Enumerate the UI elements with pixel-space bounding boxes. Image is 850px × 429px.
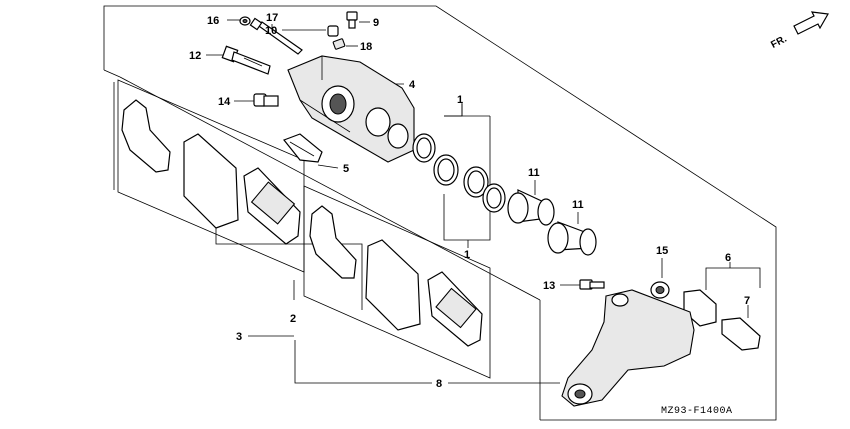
callout-9: 9 <box>373 17 379 29</box>
part-10-bleeder-cap <box>327 25 339 37</box>
callout-5: 5 <box>343 163 349 175</box>
callout-11-a: 11 <box>528 167 540 179</box>
part-8-caliper-bracket <box>561 289 695 407</box>
callout-1-bottom: 1 <box>464 249 470 261</box>
part-5-pad-spring <box>283 133 323 163</box>
callout-18: 18 <box>360 41 372 53</box>
callout-16: 16 <box>207 15 219 27</box>
assembly-frame <box>103 5 777 421</box>
part-13-bolt <box>579 279 605 290</box>
part-11-piston-a <box>507 189 555 226</box>
callout-17: 17 <box>266 12 278 24</box>
front-direction-label: FR. <box>769 33 789 50</box>
callout-13: 13 <box>543 280 555 292</box>
callout-4: 4 <box>409 79 416 91</box>
callout-10: 10 <box>265 25 277 37</box>
callout-8: 8 <box>436 378 442 390</box>
part-11-piston-b <box>547 221 597 256</box>
part-7-clip <box>721 317 761 351</box>
part-1-seal-set <box>412 133 506 213</box>
callout-3: 3 <box>236 331 242 343</box>
diagram-code: MZ93-F1400A <box>661 406 733 417</box>
callout-15: 15 <box>656 245 668 257</box>
pad-set-1 <box>121 99 301 245</box>
callout-6: 6 <box>725 252 731 264</box>
callout-12: 12 <box>189 50 201 62</box>
part-16-cap <box>239 16 251 26</box>
front-direction-arrow-icon <box>793 11 829 35</box>
pad-set-2 <box>309 205 483 347</box>
part-12-bolt <box>221 45 271 75</box>
callout-14: 14 <box>218 96 231 108</box>
leader-lines <box>119 19 761 384</box>
part-9-bleeder-screw <box>346 11 358 29</box>
callout-7: 7 <box>744 295 750 307</box>
part-15-nut <box>650 281 670 299</box>
part-4-caliper-body <box>287 55 415 163</box>
part-17-pin <box>249 17 303 55</box>
part-14-bolt <box>253 93 279 107</box>
callout-11-b: 11 <box>572 199 584 211</box>
part-18-bleeder-valve <box>332 38 346 50</box>
callout-1-top: 1 <box>457 94 463 106</box>
callout-2: 2 <box>290 313 296 325</box>
